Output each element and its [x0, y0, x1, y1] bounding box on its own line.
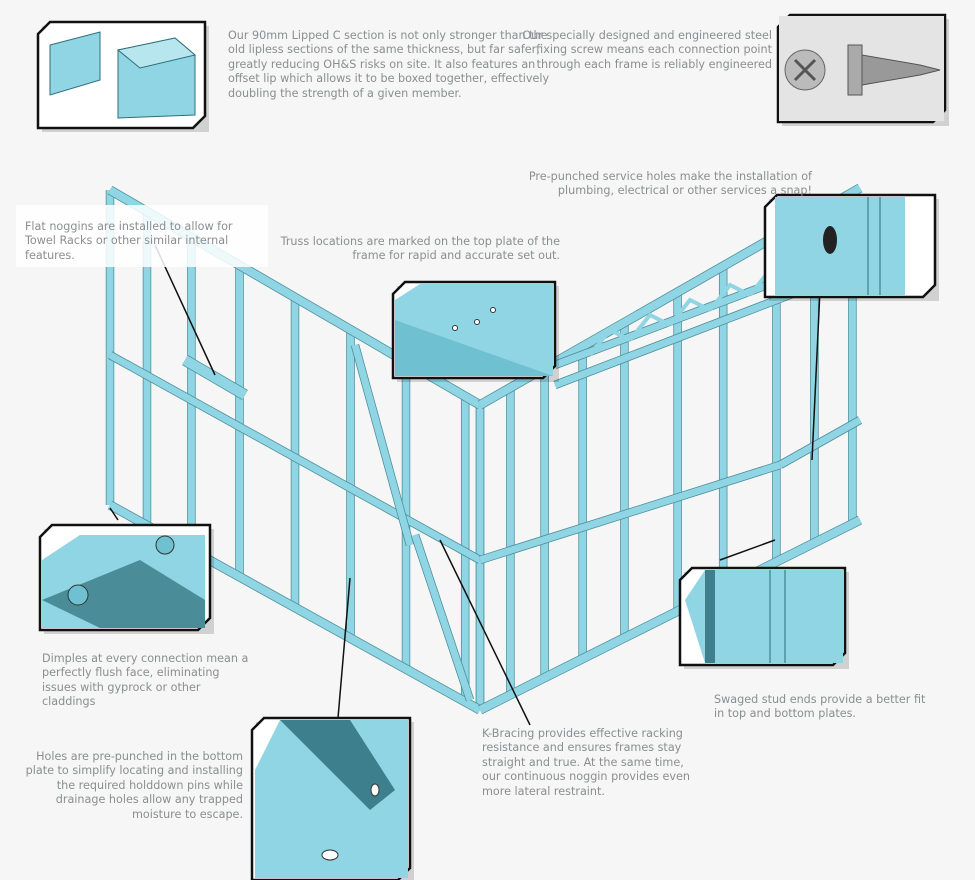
- right-wall-noggin: [778, 416, 862, 469]
- leader-line: [439, 539, 531, 726]
- right-wall-noggin: [478, 461, 782, 564]
- leader-line: [109, 507, 119, 521]
- service-holes-inset: [763, 193, 939, 301]
- dimples-description: Dimples at every connection mean a perfe…: [42, 652, 249, 709]
- dimples-inset: [38, 523, 214, 634]
- leader-line: [337, 577, 351, 719]
- truss-web: [708, 282, 751, 312]
- screw-inset: [776, 13, 949, 126]
- lipped-c-description: Our 90mm Lipped C section is not only st…: [228, 29, 550, 100]
- flat-noggins-description: Flat noggins are installed to allow for …: [25, 220, 233, 262]
- truss-web: [628, 312, 671, 342]
- screw-description: Our specially designed and engineered st…: [522, 29, 772, 71]
- truss-description: Truss locations are marked on the top pl…: [280, 235, 560, 263]
- bottom-plate-holes-inset: [250, 716, 414, 880]
- service-holes-description: Pre-punched service holes make the insta…: [528, 170, 812, 198]
- swaged-stud-ends-inset: [678, 566, 849, 669]
- bottom-plate-description: Holes are pre-punched in the bottom plat…: [25, 750, 243, 821]
- leader-line: [811, 289, 821, 461]
- left-wall-noggin: [108, 351, 482, 564]
- lipped-c-section-inset: [36, 20, 209, 132]
- k-brace: [351, 344, 414, 546]
- k-bracing-description: K-Bracing provides effective racking res…: [482, 727, 690, 798]
- swaged-studs-description: Swaged stud ends provide a better fit in…: [714, 693, 926, 721]
- flat-noggin: [182, 355, 248, 400]
- leader-line: [719, 539, 776, 561]
- truss-web: [668, 297, 711, 327]
- truss-marking-inset: [391, 280, 559, 382]
- flat-noggins-label-bg: [16, 205, 268, 267]
- k-brace: [411, 533, 474, 702]
- truss-web: [588, 327, 631, 357]
- right-bottom-plate: [478, 516, 862, 714]
